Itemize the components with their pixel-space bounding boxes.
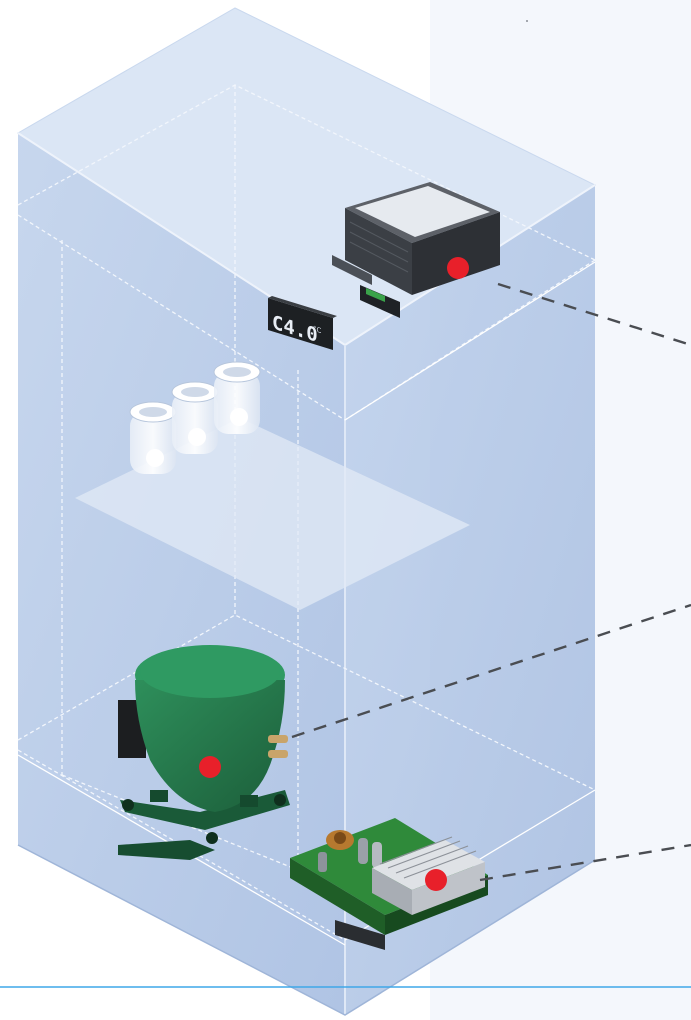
dot-mark: [526, 20, 528, 22]
compressor-hotspot[interactable]: [199, 756, 221, 778]
inverter-hotspot[interactable]: [425, 869, 447, 891]
controller-hotspot[interactable]: [447, 257, 469, 279]
